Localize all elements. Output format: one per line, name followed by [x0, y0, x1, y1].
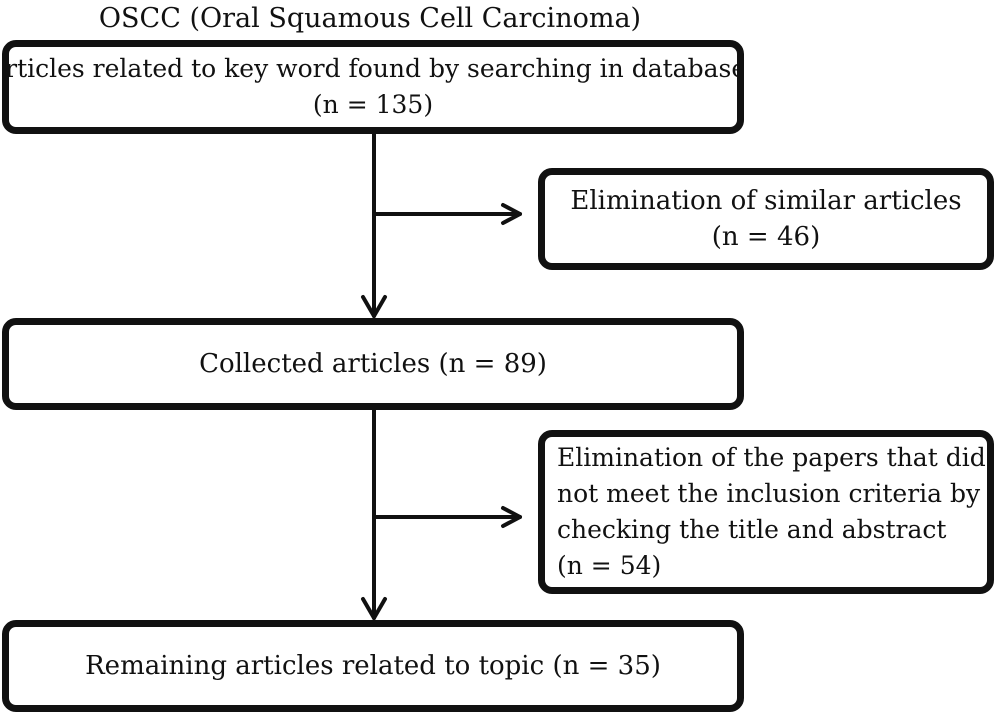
node-remaining-text: Remaining articles related to topic (n =… [85, 651, 661, 681]
arrowhead-search-to-similar [501, 203, 522, 225]
node-criteria-count: (n = 54) [557, 551, 662, 580]
node-remaining-articles: Remaining articles related to topic (n =… [2, 620, 744, 712]
arrowhead-collected-to-criteria [501, 506, 522, 528]
node-similar-text: Elimination of similar articles [570, 186, 962, 216]
arrowhead-collected-to-remaining [361, 597, 387, 620]
node-search-count: (n = 135) [312, 90, 434, 119]
node-search-results: Articles related to key word found by se… [2, 40, 744, 134]
node-collected-text: Collected articles (n = 89) [199, 349, 547, 379]
diagram-title: OSCC (Oral Squamous Cell Carcinoma) [98, 3, 642, 34]
node-eliminate-criteria: Elimination of the papers that did not m… [538, 430, 994, 594]
node-similar-count: (n = 46) [711, 222, 821, 252]
node-eliminate-similar: Elimination of similar articles (n = 46) [538, 168, 994, 270]
node-criteria-text-1: Elimination of the papers that did [557, 443, 986, 472]
arrowhead-search-to-collected [361, 295, 387, 318]
node-criteria-text-2: not meet the inclusion criteria by [557, 479, 981, 508]
node-collected-articles: Collected articles (n = 89) [2, 318, 744, 410]
node-search-text: Articles related to key word found by se… [2, 54, 744, 83]
node-criteria-text-3: checking the title and abstract [557, 515, 947, 544]
